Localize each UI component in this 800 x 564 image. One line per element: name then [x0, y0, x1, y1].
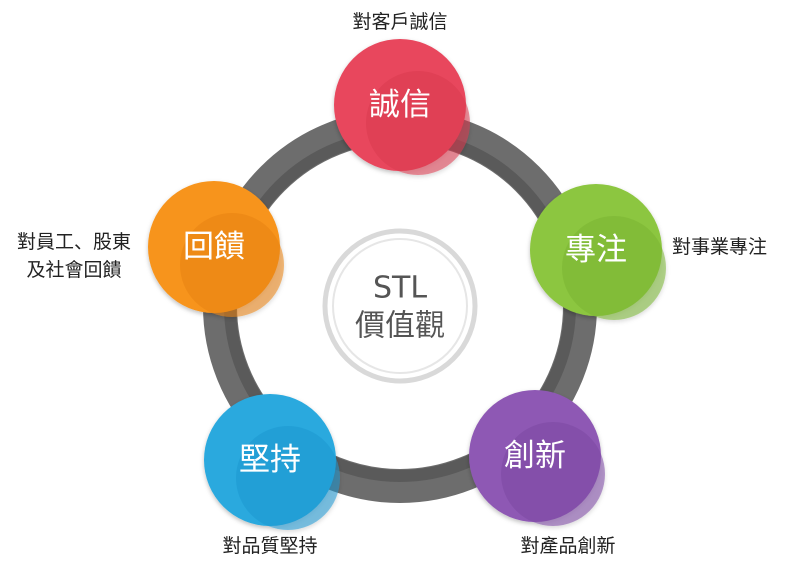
- center-ring-inner: [332, 238, 468, 374]
- caption-focus: 對事業專注: [672, 236, 767, 258]
- center-ring: [322, 228, 478, 384]
- node-giveback: [148, 181, 284, 317]
- node-innovation: [469, 390, 605, 526]
- caption-innovation: 對產品創新: [520, 535, 615, 557]
- node-focus: [530, 184, 666, 320]
- caption-giveback-line2: 及社會回饋: [26, 259, 121, 281]
- node-label-integrity: 誠信: [369, 87, 431, 123]
- node-label-persistence: 堅持: [239, 442, 301, 478]
- node-label-giveback: 回饋: [183, 229, 245, 265]
- node-label-innovation: 創新: [504, 438, 566, 474]
- center-title-line1: STL: [373, 271, 427, 306]
- node-integrity: [334, 39, 470, 175]
- caption-persistence: 對品質堅持: [222, 535, 317, 557]
- node-label-focus: 專注: [565, 232, 627, 268]
- node-persistence: [204, 394, 340, 530]
- center-title-line2: 價值觀: [355, 309, 445, 344]
- caption-giveback-line1: 對員工、股東: [17, 231, 131, 253]
- caption-integrity: 對客戶誠信: [352, 11, 447, 33]
